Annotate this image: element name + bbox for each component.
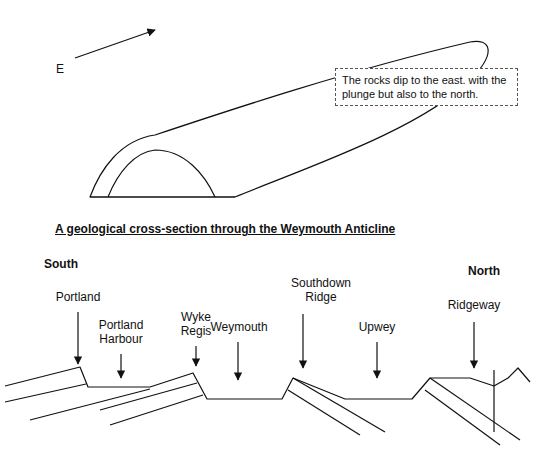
diagram-title: A geological cross-section through the W… [55,222,395,236]
bedding-line [5,384,86,402]
note-text: The rocks dip to the east. with the plun… [342,73,511,101]
locality-label: Ridgeway [440,298,508,312]
fault-line [493,370,494,432]
ground-profile [494,368,530,386]
anticline-inner-bed [108,150,215,197]
locality-arrow [237,342,238,380]
anticline-base [90,196,235,197]
locality-label: Southdown Ridge [284,276,358,304]
locality-label: Upwey [350,320,404,334]
plunge-arrow [75,30,155,58]
bedding-line [430,378,520,440]
compass-label: South [44,257,94,271]
bedding-line [425,390,500,445]
compass-label: North [468,264,518,278]
locality-arrow [302,314,303,368]
bedding-line [100,383,197,410]
bedding-line [110,395,203,425]
note-box: The rocks dip to the east. with the plun… [335,68,518,106]
ground-profile [5,367,494,399]
bedding-line [288,390,360,435]
anticline-outer [90,41,488,197]
bedding-line [293,378,385,432]
locality-arrow [120,354,121,378]
locality-arrow [77,312,78,364]
locality-arrow [376,342,377,378]
locality-arrow [473,322,474,368]
bedding-line [30,389,150,420]
locality-label: Weymouth [208,320,270,334]
locality-label: Portland [46,290,110,304]
locality-label: Portland Harbour [90,318,152,346]
locality-arrow [195,346,196,366]
direction-label: E [56,62,70,76]
